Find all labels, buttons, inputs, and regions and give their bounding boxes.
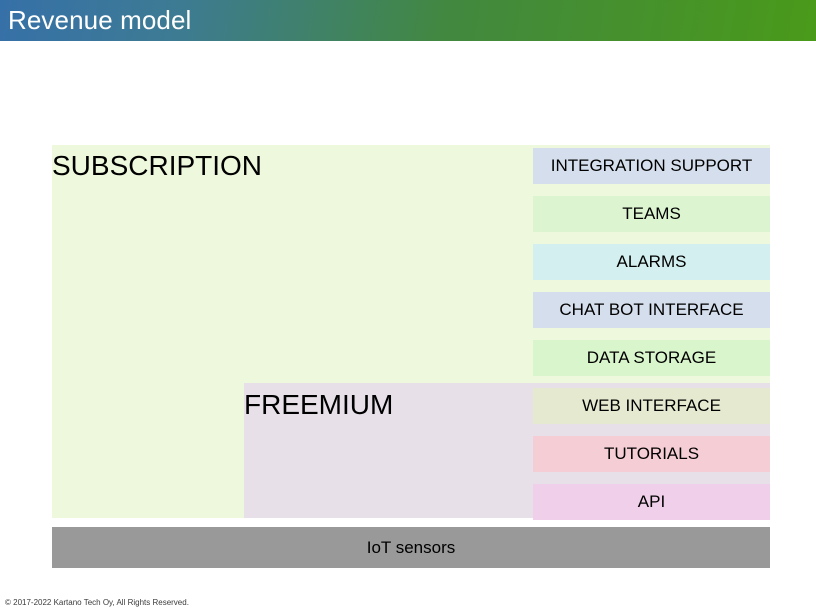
feature-bar-teams: TEAMS — [533, 196, 770, 232]
header-banner: Revenue model — [0, 0, 816, 41]
feature-bar-label: API — [637, 492, 666, 511]
foundation-bar-iot-sensors: IoT sensors — [52, 527, 770, 568]
feature-bar-list: INTEGRATION SUPPORT TEAMS ALARMS CHAT BO… — [533, 148, 770, 532]
feature-bar-tutorials: TUTORIALS — [533, 436, 770, 472]
feature-bar-integration-support: INTEGRATION SUPPORT — [533, 148, 770, 184]
feature-bar-api: API — [533, 484, 770, 520]
feature-bar-label: WEB INTERFACE — [582, 396, 721, 415]
feature-bar-label: TUTORIALS — [603, 444, 700, 463]
feature-bar-label: ALARMS — [616, 252, 687, 271]
slide-canvas: SUBSCRIPTION FREEMIUM INTEGRATION SUPPOR… — [0, 41, 816, 613]
tier-label-subscription: SUBSCRIPTION — [52, 150, 263, 181]
feature-bar-label: DATA STORAGE — [586, 348, 717, 367]
copyright-text: © 2017-2022 Kartano Tech Oy, All Rights … — [5, 598, 189, 607]
foundation-bar-label: IoT sensors — [366, 537, 456, 557]
feature-bar-data-storage: DATA STORAGE — [533, 340, 770, 376]
feature-bar-web-interface: WEB INTERFACE — [533, 388, 770, 424]
feature-bar-label: CHAT BOT INTERFACE — [559, 300, 744, 319]
feature-bar-label: TEAMS — [622, 204, 681, 223]
feature-bar-label: INTEGRATION SUPPORT — [550, 156, 753, 175]
feature-bar-chat-bot-interface: CHAT BOT INTERFACE — [533, 292, 770, 328]
tier-label-freemium: FREEMIUM — [244, 389, 394, 420]
feature-bar-alarms: ALARMS — [533, 244, 770, 280]
page-title: Revenue model — [8, 5, 192, 35]
